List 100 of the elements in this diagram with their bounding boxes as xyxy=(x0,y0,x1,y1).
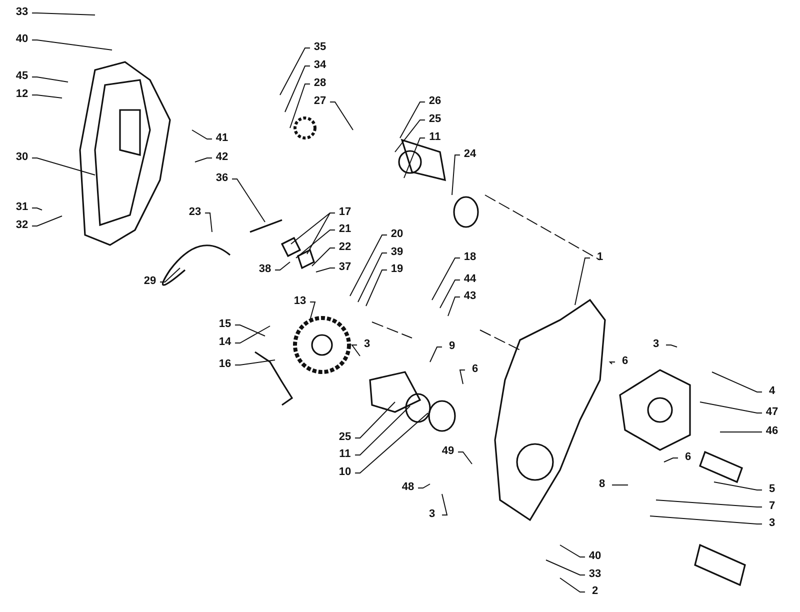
leader-line xyxy=(714,482,762,490)
leader-line xyxy=(650,516,762,524)
leader-line xyxy=(32,208,42,210)
callout-number: 33 xyxy=(13,6,31,19)
callout-number: 6 xyxy=(679,451,697,464)
callout-number: 6 xyxy=(466,363,484,376)
callout-number: 12 xyxy=(13,88,31,101)
callout-number: 26 xyxy=(426,95,444,108)
leader-line xyxy=(312,248,336,266)
leader-line xyxy=(608,362,616,364)
leader-line xyxy=(560,544,586,558)
callout-number: 13 xyxy=(291,295,309,308)
leader-line xyxy=(358,252,388,302)
leader-line xyxy=(274,262,290,270)
callout-number: 41 xyxy=(213,132,231,145)
leader-line xyxy=(32,216,62,226)
leader-line xyxy=(666,344,678,348)
leader-line xyxy=(458,452,472,464)
leader-line xyxy=(448,296,460,316)
leader-line xyxy=(232,178,266,222)
callout-number: 4 xyxy=(763,385,781,398)
leader-line xyxy=(32,12,96,16)
callout-number: 43 xyxy=(461,290,479,303)
leader-line xyxy=(404,138,426,178)
leader-line xyxy=(656,500,762,508)
leader-line xyxy=(432,258,460,300)
callout-number: 8 xyxy=(593,478,611,491)
callout-number: 19 xyxy=(388,263,406,276)
leader-line xyxy=(546,560,586,576)
callout-number: 33 xyxy=(586,568,604,581)
leader-line xyxy=(452,154,460,196)
callout-number: 37 xyxy=(336,261,354,274)
callout-number: 28 xyxy=(311,77,329,90)
callout-number: 10 xyxy=(336,466,354,479)
leader-line xyxy=(32,76,68,82)
callout-number: 31 xyxy=(13,201,31,214)
callout-number: 25 xyxy=(336,431,354,444)
callout-number: 3 xyxy=(763,517,781,530)
leader-line xyxy=(430,346,442,362)
callout-number: 11 xyxy=(426,131,444,144)
leader-line xyxy=(440,280,460,308)
callout-number: 5 xyxy=(763,483,781,496)
callout-number: 49 xyxy=(439,445,457,458)
callout-number: 1 xyxy=(591,251,609,264)
leader-line xyxy=(280,48,310,96)
leader-line xyxy=(192,130,212,140)
leader-line xyxy=(32,158,96,176)
callout-number: 20 xyxy=(388,228,406,241)
callout-number: 18 xyxy=(461,251,479,264)
leader-line xyxy=(296,230,336,258)
leader-line xyxy=(350,234,388,296)
leader-line xyxy=(354,412,428,474)
leader-line xyxy=(354,402,396,438)
callout-number: 16 xyxy=(216,358,234,371)
leader-line xyxy=(316,268,336,272)
leader-line xyxy=(351,344,360,356)
callout-number: 3 xyxy=(423,508,441,521)
callout-number: 29 xyxy=(141,275,159,288)
callout-number: 42 xyxy=(213,151,231,164)
callout-number: 6 xyxy=(616,355,634,368)
callout-number: 32 xyxy=(13,219,31,232)
leader-line xyxy=(234,324,266,336)
callout-number: 21 xyxy=(336,223,354,236)
leader-line xyxy=(330,102,354,130)
leader-line xyxy=(442,494,448,516)
callout-number: 39 xyxy=(388,246,406,259)
callout-number: 11 xyxy=(336,448,354,461)
callout-number: 40 xyxy=(586,550,604,563)
callout-number: 17 xyxy=(336,206,354,219)
callout-number: 34 xyxy=(311,59,329,72)
leader-line xyxy=(194,158,212,162)
leader-line xyxy=(160,268,180,282)
leader-line xyxy=(234,360,276,366)
callout-number: 3 xyxy=(358,338,376,351)
leader-line xyxy=(284,66,310,112)
leader-line xyxy=(394,120,426,152)
callout-number: 30 xyxy=(13,151,31,164)
leader-line xyxy=(664,458,678,462)
callout-number: 24 xyxy=(461,148,479,161)
leader-line xyxy=(459,370,466,384)
callout-number: 3 xyxy=(647,338,665,351)
leader-line xyxy=(418,484,430,488)
leader-line xyxy=(306,212,336,254)
callout-number: 46 xyxy=(763,425,781,438)
callout-number: 35 xyxy=(311,41,329,54)
leader-line xyxy=(32,94,62,98)
callout-number: 27 xyxy=(311,95,329,108)
callout-number: 44 xyxy=(461,273,479,286)
leader-line xyxy=(354,406,410,456)
callout-number: 38 xyxy=(256,263,274,276)
leader-line xyxy=(234,326,270,344)
leader-line xyxy=(560,578,586,592)
callout-number: 48 xyxy=(399,481,417,494)
callout-number: 36 xyxy=(213,172,231,185)
callout-number: 40 xyxy=(13,33,31,46)
callout-number: 47 xyxy=(763,406,781,419)
callout-number: 15 xyxy=(216,318,234,331)
leader-line xyxy=(700,402,762,414)
callout-number: 22 xyxy=(336,241,354,254)
callout-number: 25 xyxy=(426,113,444,126)
